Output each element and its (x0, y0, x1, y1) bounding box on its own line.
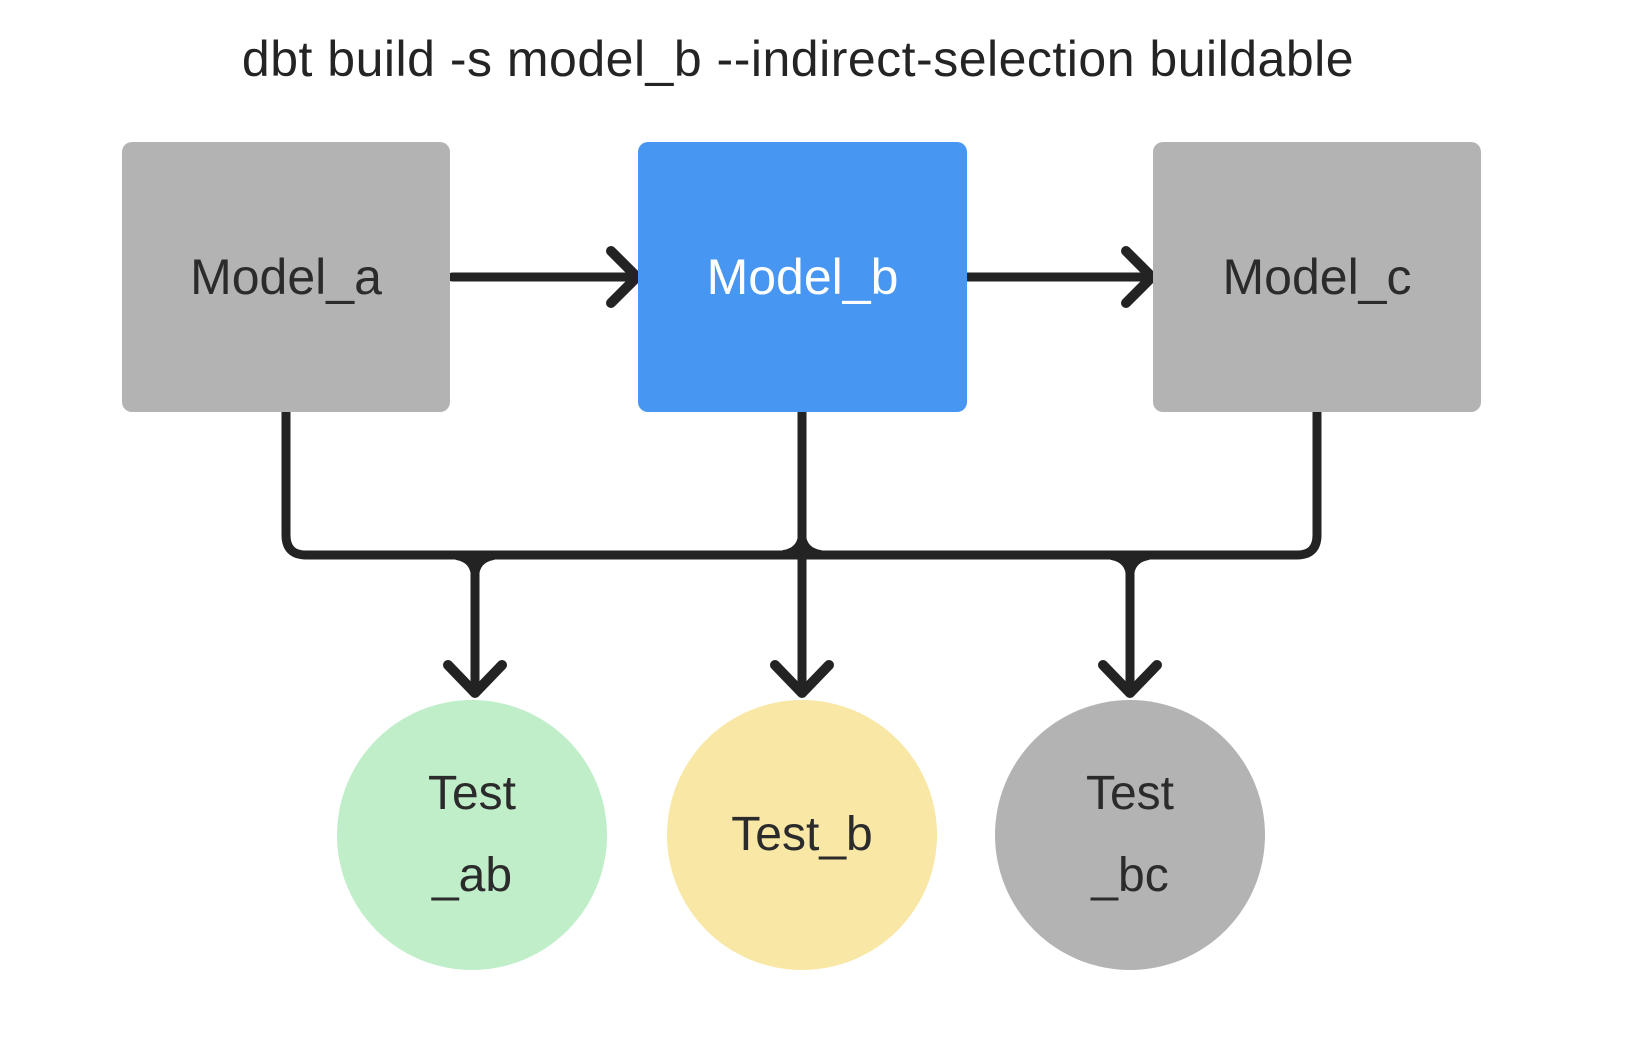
fillet-test-ab-right (471, 552, 497, 580)
node-test-b: Test_b (667, 700, 937, 970)
node-model-c: Model_c (1153, 142, 1481, 412)
arrowhead-into-test-bc (1098, 660, 1162, 698)
node-test-bc-label-line2: _bc (1091, 849, 1169, 902)
node-test-ab-label-line1: Test (427, 767, 517, 821)
node-test-ab: Test _ab (337, 700, 607, 970)
fillet-test-bc-right (1126, 552, 1152, 580)
node-model-b-selected: Model_b (638, 142, 967, 412)
node-test-b-label: Test_b (731, 808, 873, 862)
node-model-a-label: Model_a (190, 249, 382, 305)
node-test-ab-label-line2: _ab (431, 849, 513, 902)
diagram-title: dbt build -s model_b --indirect-selectio… (241, 31, 1355, 87)
node-model-c-label: Model_c (1222, 249, 1412, 305)
arrowhead-into-model-c (1121, 246, 1157, 308)
arrowhead-into-test-b (770, 660, 834, 698)
arrowhead-into-model-b (606, 246, 642, 308)
node-test-bc-label-line1: Test (1085, 767, 1175, 821)
arrowhead-into-test-ab (443, 660, 507, 698)
node-model-b-label: Model_b (706, 249, 899, 305)
node-model-a: Model_a (122, 142, 450, 412)
fillet-model-b-right (798, 531, 824, 558)
node-test-bc: Test _bc (995, 700, 1265, 970)
